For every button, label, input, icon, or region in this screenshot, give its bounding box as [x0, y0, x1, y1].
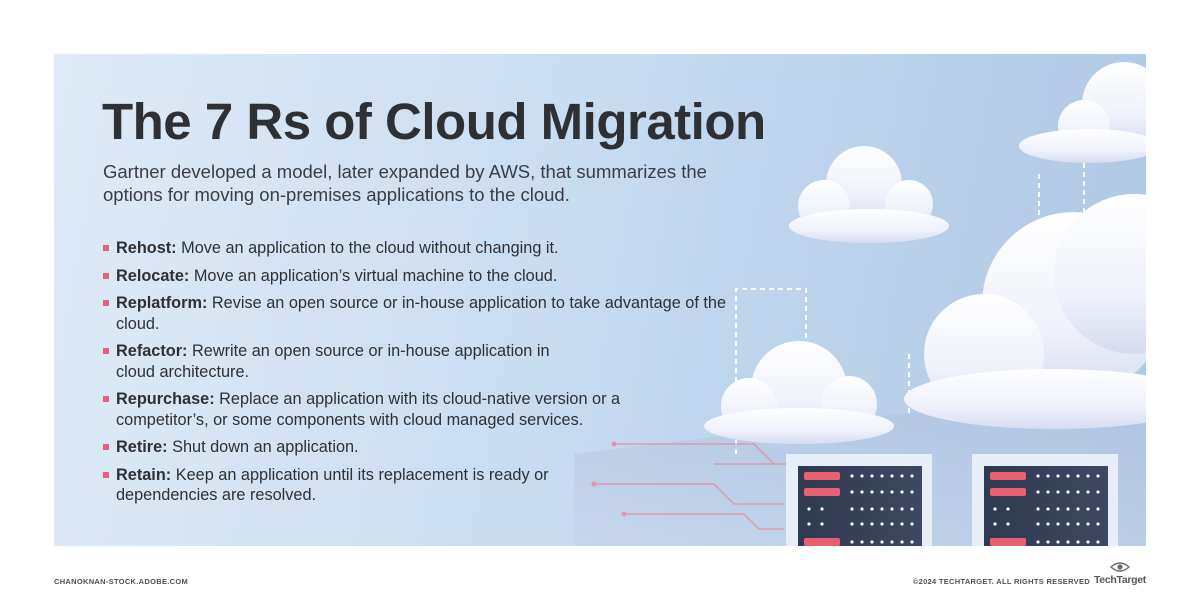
item-term: Retain:	[116, 465, 172, 484]
item-description: Move an application to the cloud without…	[181, 239, 559, 257]
item-description: Shut down an application.	[172, 438, 359, 456]
techtarget-logo: TechTarget	[1094, 560, 1146, 588]
item-term: Relocate:	[116, 266, 190, 285]
bullet-square-icon	[103, 396, 109, 402]
list-item-rehost: Rehost: Move an application to the cloud…	[103, 238, 743, 259]
migration-options-list: Rehost: Move an application to the cloud…	[103, 238, 743, 513]
bullet-square-icon	[103, 300, 109, 306]
item-term: Rehost:	[116, 239, 177, 257]
item-description: Keep an application until its replacemen…	[116, 465, 549, 505]
list-item-refactor: Refactor: Rewrite an open source or in-h…	[103, 341, 586, 382]
list-item-replatform: Replatform: Revise an open source or in-…	[103, 293, 743, 334]
bullet-square-icon	[103, 471, 109, 478]
item-description: Rewrite an open source or in-house appli…	[116, 342, 550, 381]
item-description: Replace an application with its cloud-na…	[116, 390, 621, 429]
server-rack-left	[786, 454, 932, 546]
subtitle: Gartner developed a model, later expande…	[103, 161, 707, 205]
list-item-retain: Retain: Keep an application until its re…	[103, 465, 576, 506]
item-term: Repurchase:	[116, 390, 215, 408]
bullet-square-icon	[103, 272, 109, 279]
logo-text: TechTarget	[1093, 574, 1146, 586]
list-item-retire: Retire: Shut down an application.	[103, 437, 743, 458]
image-credit: CHANOKNAN-STOCK.ADOBE.COM	[54, 577, 189, 586]
item-term: Retire:	[116, 438, 168, 456]
bullet-square-icon	[103, 245, 109, 251]
page-title: The 7 Rs of Cloud Migration	[102, 93, 766, 150]
copyright-notice: ©2024 TECHTARGET. ALL RIGHTS RESERVED	[912, 577, 1090, 586]
cloud-server-illustration	[574, 62, 1146, 546]
server-rack-right	[972, 454, 1118, 546]
item-description: Revise an open source or in-house applic…	[116, 294, 727, 333]
eye-icon	[1110, 562, 1130, 572]
item-description: Move an application’s virtual machine to…	[193, 266, 558, 285]
list-item-repurchase: Repurchase: Replace an application with …	[103, 389, 676, 430]
item-term: Replatform:	[116, 294, 208, 312]
list-item-relocate: Relocate: Move an application’s virtual …	[103, 266, 743, 287]
infographic-panel: The 7 Rs of Cloud Migration Gartner deve…	[54, 54, 1146, 546]
bullet-square-icon	[103, 444, 109, 450]
bullet-square-icon	[103, 348, 109, 354]
item-term: Refactor:	[116, 342, 188, 360]
